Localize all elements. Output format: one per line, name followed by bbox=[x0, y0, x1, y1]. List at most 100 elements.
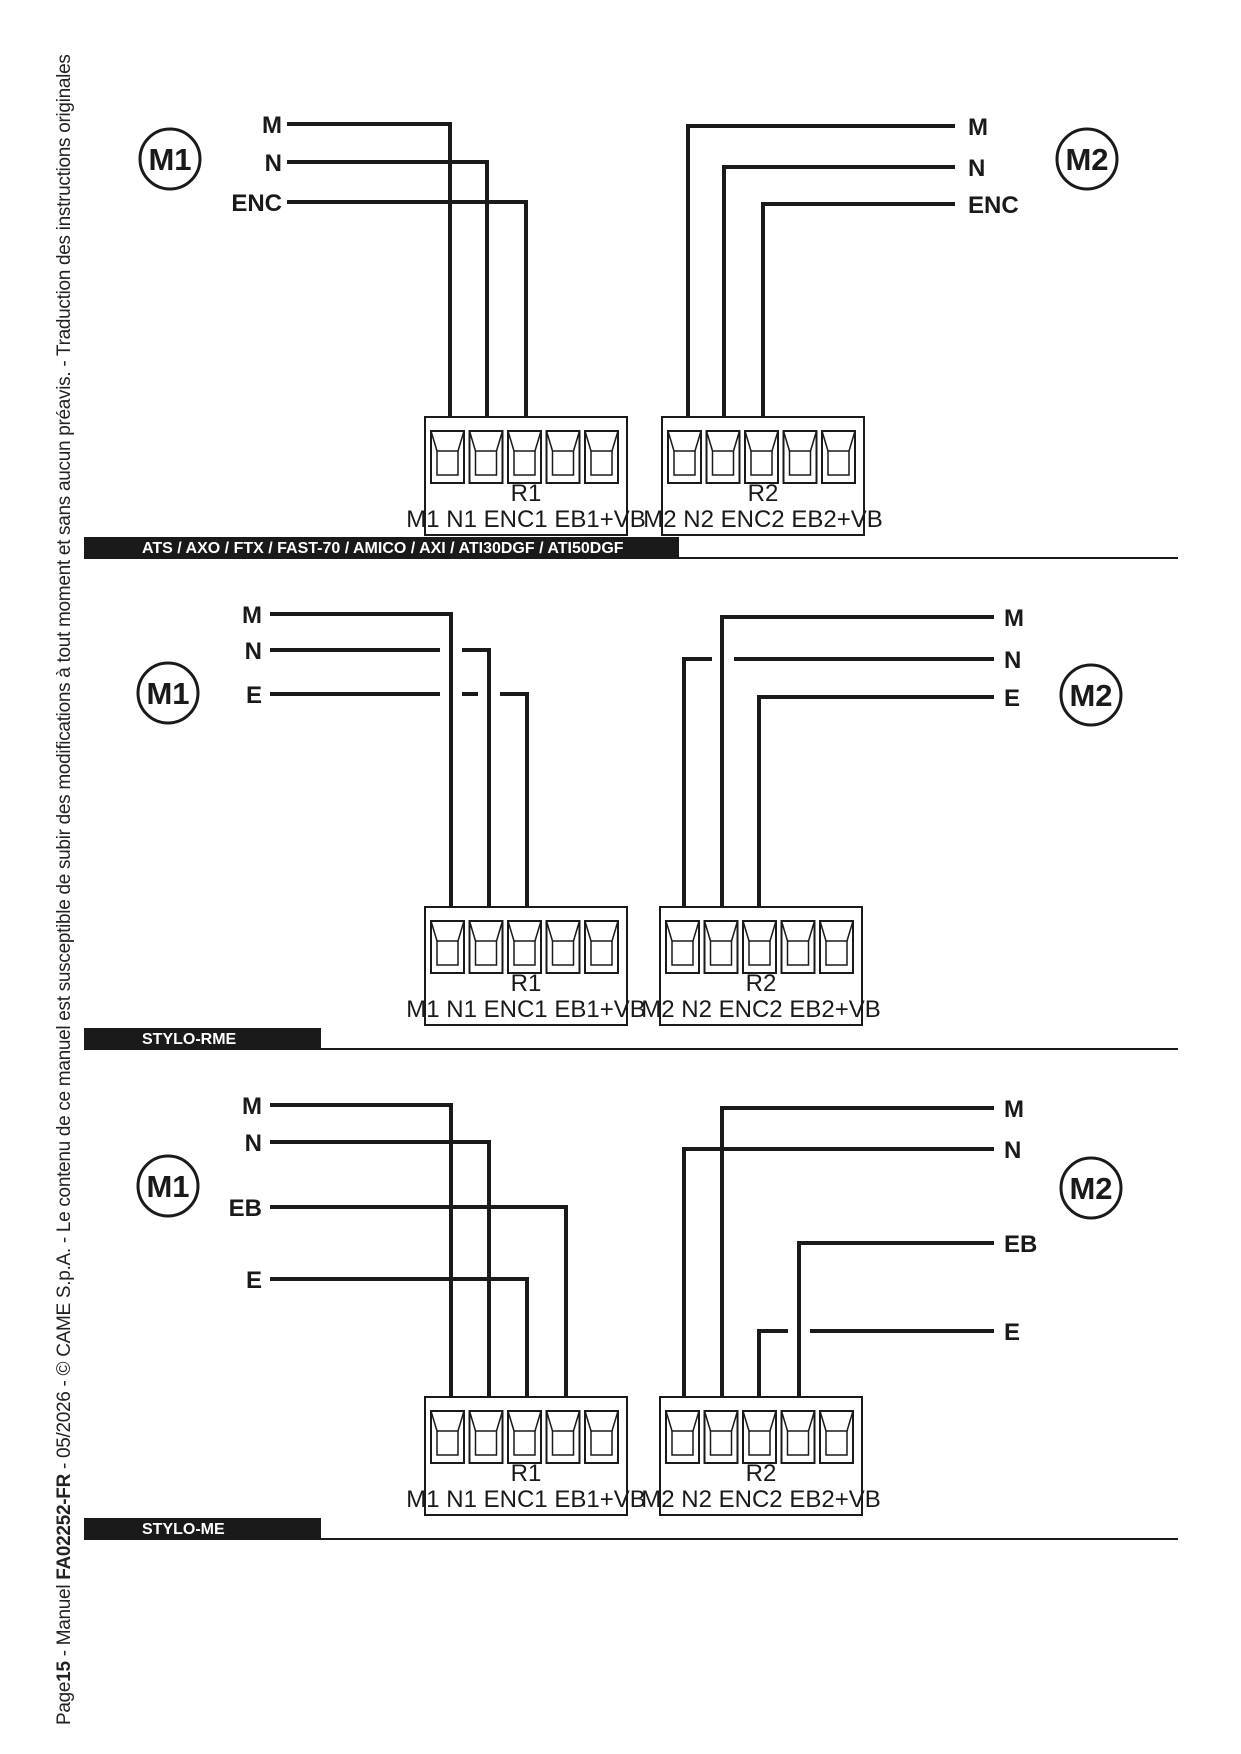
terminal-block-r1-terminals: M1 N1 ENC1 EB1+VB bbox=[406, 506, 645, 533]
wire-label-right: M bbox=[1004, 1096, 1024, 1123]
wire-label-left: M bbox=[242, 602, 262, 629]
wire-m1-eb bbox=[270, 1205, 568, 1426]
terminal-edge bbox=[821, 430, 829, 452]
terminal-edge bbox=[807, 920, 816, 942]
terminal-screw bbox=[786, 1430, 810, 1456]
motor-m2-label: M2 bbox=[1069, 1171, 1112, 1206]
motor-m2-circle bbox=[1055, 127, 1119, 191]
wire-label-left: M bbox=[262, 112, 282, 139]
terminal-screw bbox=[436, 450, 459, 476]
terminal-screw bbox=[474, 450, 498, 476]
terminal-screw bbox=[788, 450, 812, 476]
wire-m2-e bbox=[757, 1329, 788, 1426]
terminal-screw bbox=[827, 450, 850, 476]
terminal-edge bbox=[545, 1410, 554, 1432]
wire-label-left: M bbox=[242, 1093, 262, 1120]
wire-m1-n bbox=[287, 160, 489, 446]
wire-m2-eb bbox=[797, 1241, 994, 1426]
terminal-edge bbox=[611, 920, 619, 942]
wire-m2-n bbox=[682, 1147, 994, 1426]
terminal-screw bbox=[474, 940, 498, 966]
terminal-edge bbox=[780, 920, 789, 942]
terminal-edge bbox=[430, 430, 438, 452]
wire-label-right: M bbox=[968, 114, 988, 141]
terminal-edge bbox=[495, 430, 504, 452]
terminal-screw bbox=[590, 1430, 613, 1456]
terminal-edge bbox=[468, 920, 477, 942]
terminal-screw bbox=[825, 940, 848, 966]
terminal-block-r1-terminals: M1 N1 ENC1 EB1+VB bbox=[406, 996, 645, 1023]
motor-m1-label: M1 bbox=[146, 1169, 189, 1204]
terminal-screw bbox=[709, 1430, 733, 1456]
terminal-edge bbox=[611, 430, 619, 452]
terminal-edge bbox=[703, 1410, 712, 1432]
wire-m1-n bbox=[462, 648, 491, 936]
terminal-screw bbox=[551, 940, 575, 966]
terminal-screw bbox=[711, 450, 735, 476]
wire-m2-m bbox=[720, 615, 994, 936]
wire-label-left: E bbox=[246, 682, 262, 709]
terminal-screw bbox=[513, 1430, 536, 1456]
wire-m2-m bbox=[720, 1106, 994, 1426]
terminal-edge bbox=[848, 430, 856, 452]
motor-m1-label: M1 bbox=[146, 676, 189, 711]
terminal-edge bbox=[730, 1410, 739, 1432]
model-band-3-label: STYLO-ME bbox=[142, 1521, 225, 1538]
terminal-edge bbox=[534, 1410, 542, 1432]
wire-m2-m bbox=[686, 124, 955, 446]
wire-m1-e bbox=[270, 1277, 529, 1426]
motor-m2-label: M2 bbox=[1069, 678, 1112, 713]
wire-m2-enc bbox=[761, 202, 955, 446]
model-band-1-band bbox=[84, 537, 679, 559]
motor-m1-label: M1 bbox=[148, 142, 191, 177]
wire-label-left: EB bbox=[229, 1195, 262, 1222]
terminal-edge bbox=[665, 920, 673, 942]
terminal-block-r2-terminals: M2 N2 ENC2 EB2+VB bbox=[641, 1486, 880, 1513]
wire-label-left: N bbox=[265, 150, 282, 177]
wire-m1-enc bbox=[287, 200, 528, 446]
terminal-block-r2-terminals: M2 N2 ENC2 EB2+VB bbox=[643, 506, 882, 533]
terminal-screw bbox=[436, 1430, 459, 1456]
terminal-block-r1-name: R1 bbox=[511, 1460, 542, 1487]
motor-m1-circle bbox=[138, 127, 202, 191]
terminal-edge bbox=[572, 430, 581, 452]
wire-label-right: M bbox=[1004, 605, 1024, 632]
wire-label-right: N bbox=[1004, 1137, 1021, 1164]
terminal-screw bbox=[513, 940, 536, 966]
model-band-3-band bbox=[84, 1518, 321, 1540]
terminal-edge bbox=[534, 430, 542, 452]
terminal-edge bbox=[468, 430, 477, 452]
wire-label-right: E bbox=[1004, 1319, 1020, 1346]
terminal-edge bbox=[809, 430, 818, 452]
terminal-edge bbox=[534, 920, 542, 942]
wire-label-right: N bbox=[1004, 647, 1021, 674]
terminal-screw bbox=[474, 1430, 498, 1456]
terminal-screw bbox=[436, 940, 459, 966]
wire-label-right: N bbox=[968, 155, 985, 182]
wire-m2-e bbox=[757, 695, 994, 936]
terminal-screw bbox=[551, 450, 575, 476]
terminal-edge bbox=[572, 920, 581, 942]
terminal-edge bbox=[846, 1410, 854, 1432]
terminal-edge bbox=[819, 1410, 827, 1432]
wire-label-left: ENC bbox=[231, 190, 282, 217]
terminal-edge bbox=[730, 920, 739, 942]
model-band-2-band bbox=[84, 1028, 321, 1050]
wire-m1-n bbox=[270, 1140, 491, 1426]
motor-m1-circle bbox=[136, 1154, 200, 1218]
wire-m2-n bbox=[682, 657, 706, 936]
terminal-edge bbox=[584, 430, 592, 452]
terminal-edge bbox=[782, 430, 791, 452]
wire-m1-m bbox=[270, 612, 453, 936]
terminal-edge bbox=[694, 430, 702, 452]
terminal-edge bbox=[430, 1410, 438, 1432]
terminal-screw bbox=[673, 450, 696, 476]
terminal-screw bbox=[748, 940, 771, 966]
terminal-edge bbox=[495, 1410, 504, 1432]
terminal-block-r1-name: R1 bbox=[511, 970, 542, 997]
terminal-edge bbox=[780, 1410, 789, 1432]
wire-m1-e bbox=[500, 692, 529, 936]
